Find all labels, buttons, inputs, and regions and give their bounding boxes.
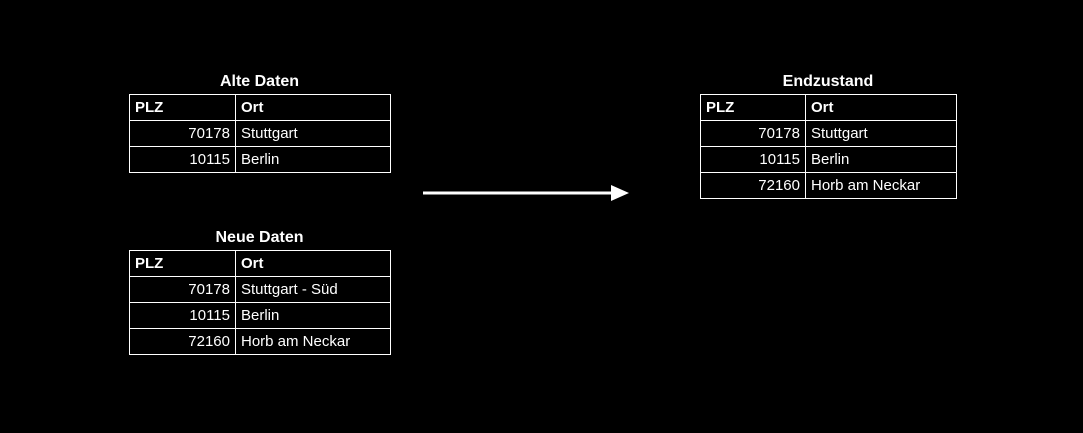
ort-cell: Horb am Neckar <box>805 172 957 199</box>
plz-cell: 70178 <box>700 120 806 147</box>
column-header-plz: PLZ <box>129 94 236 121</box>
ort-cell: Stuttgart <box>805 120 957 147</box>
column-header-ort: Ort <box>805 94 957 121</box>
header-row: PLZ Ort <box>129 94 391 121</box>
header-row: PLZ Ort <box>700 94 957 121</box>
plz-cell: 70178 <box>129 120 236 147</box>
table-row: 10115 Berlin <box>700 146 957 173</box>
endzustand-title: Endzustand <box>782 73 874 90</box>
ort-cell: Berlin <box>805 146 957 173</box>
plz-cell: 10115 <box>129 302 236 329</box>
endzustand-group: Endzustand PLZ Ort 70178 Stuttgart 10115… <box>700 73 957 199</box>
table-row: 10115 Berlin <box>129 146 391 173</box>
neue-daten-group: Neue Daten PLZ Ort 70178 Stuttgart - Süd… <box>129 229 391 355</box>
plz-cell: 10115 <box>129 146 236 173</box>
neue-daten-table: PLZ Ort 70178 Stuttgart - Süd 10115 Berl… <box>129 250 391 355</box>
ort-cell: Horb am Neckar <box>235 328 391 355</box>
table-row: 70178 Stuttgart - Süd <box>129 276 391 303</box>
table-row: 10115 Berlin <box>129 302 391 329</box>
table-row: 72160 Horb am Neckar <box>129 328 391 355</box>
column-header-ort: Ort <box>235 250 391 277</box>
plz-cell: 72160 <box>129 328 236 355</box>
ort-cell: Stuttgart <box>235 120 391 147</box>
endzustand-table: PLZ Ort 70178 Stuttgart 10115 Berlin 721… <box>700 94 957 199</box>
right-arrow-icon <box>423 185 629 201</box>
plz-cell: 70178 <box>129 276 236 303</box>
plz-cell: 72160 <box>700 172 806 199</box>
ort-cell: Berlin <box>235 146 391 173</box>
alte-daten-title: Alte Daten <box>219 73 300 90</box>
ort-cell: Stuttgart - Süd <box>235 276 391 303</box>
plz-cell: 10115 <box>700 146 806 173</box>
alte-daten-table: PLZ Ort 70178 Stuttgart 10115 Berlin <box>129 94 391 173</box>
header-row: PLZ Ort <box>129 250 391 277</box>
table-row: 70178 Stuttgart <box>129 120 391 147</box>
column-header-plz: PLZ <box>129 250 236 277</box>
ort-cell: Berlin <box>235 302 391 329</box>
table-row: 72160 Horb am Neckar <box>700 172 957 199</box>
table-row: 70178 Stuttgart <box>700 120 957 147</box>
alte-daten-group: Alte Daten PLZ Ort 70178 Stuttgart 10115… <box>129 73 391 173</box>
column-header-plz: PLZ <box>700 94 806 121</box>
neue-daten-title: Neue Daten <box>215 229 304 246</box>
column-header-ort: Ort <box>235 94 391 121</box>
